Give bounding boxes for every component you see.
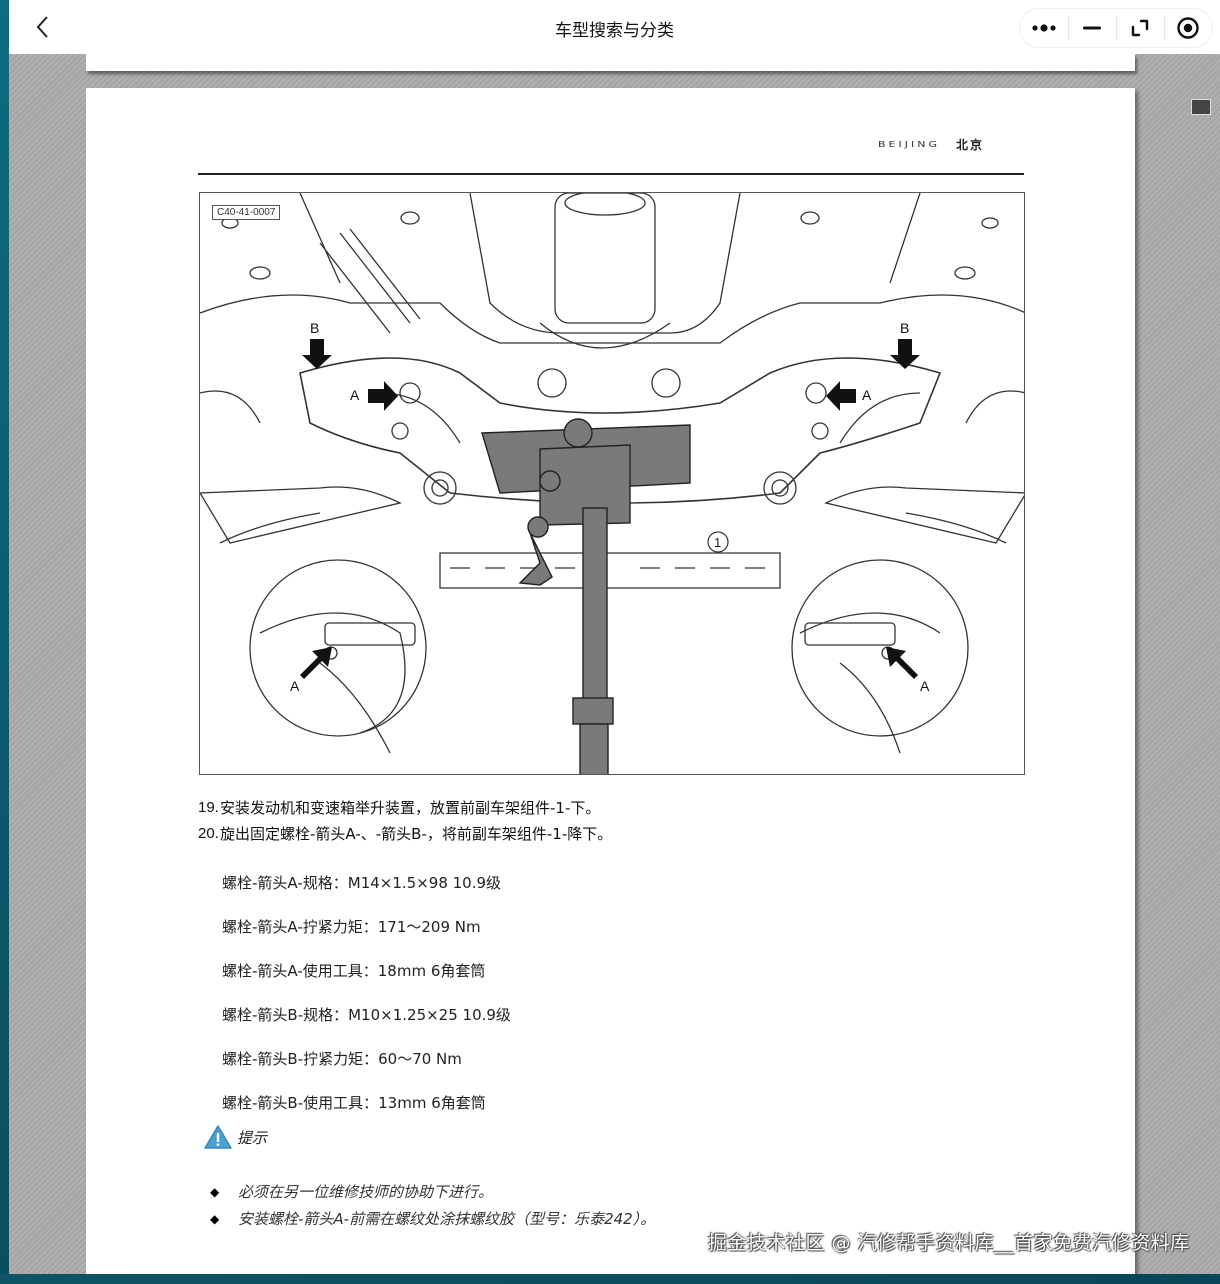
svg-text:1: 1 bbox=[714, 535, 721, 550]
svg-text:B: B bbox=[900, 320, 909, 336]
spec-item: 螺栓-箭头B-使用工具：13mm 6角套筒 bbox=[222, 1093, 486, 1112]
more-button[interactable] bbox=[1020, 14, 1068, 42]
window-title: 车型搜索与分类 bbox=[555, 21, 674, 41]
brand-logo: BEIJING 北京 bbox=[878, 136, 984, 153]
svg-text:A: A bbox=[920, 678, 930, 694]
step-text: 安装发动机和变速箱举升装置，放置前副车架组件-1-下。 bbox=[220, 798, 601, 817]
step-number: 19. bbox=[198, 798, 219, 816]
note-text: 安装螺栓-箭头A-前需在螺纹处涂抹螺纹胶（型号：乐泰242）。 bbox=[238, 1210, 656, 1228]
window-controls bbox=[1019, 8, 1213, 48]
back-button[interactable] bbox=[27, 12, 57, 42]
scrollbar-thumb[interactable] bbox=[1191, 99, 1211, 115]
step-item: 20. 旋出固定螺栓-箭头A-、-箭头B-，将前副车架组件-1-降下。 bbox=[198, 820, 612, 846]
more-icon bbox=[1032, 24, 1056, 32]
svg-text:A: A bbox=[350, 387, 360, 403]
brand-en: BEIJING bbox=[878, 139, 940, 150]
close-button[interactable] bbox=[1164, 14, 1212, 42]
desktop-background bbox=[0, 0, 9, 1284]
procedure-steps: 19. 安装发动机和变速箱举升装置，放置前副车架组件-1-下。 20. 旋出固定… bbox=[198, 794, 612, 846]
previous-page bbox=[86, 54, 1135, 71]
note-text: 必须在另一位维修技师的协助下进行。 bbox=[238, 1183, 494, 1201]
diamond-bullet-icon: ◆ bbox=[210, 1211, 220, 1226]
note-item: ◆ 必须在另一位维修技师的协助下进行。 bbox=[210, 1178, 655, 1205]
spec-item: 螺栓-箭头B-拧紧力矩：60～70 Nm bbox=[222, 1049, 462, 1068]
figure-code: C40-41-0007 bbox=[212, 205, 281, 220]
header-rule bbox=[198, 173, 1024, 175]
step-text: 旋出固定螺栓-箭头A-、-箭头B-，将前副车架组件-1-降下。 bbox=[220, 824, 613, 843]
diamond-bullet-icon: ◆ bbox=[210, 1184, 220, 1199]
technical-drawing: 1 B B A A A A bbox=[200, 193, 1024, 774]
desktop-background-bottom bbox=[0, 1274, 1220, 1284]
target-close-icon bbox=[1177, 17, 1199, 39]
bolt-specs: 螺栓-箭头A-规格：M14×1.5×98 10.9级 螺栓-箭头A-拧紧力矩：1… bbox=[222, 860, 511, 1124]
document-page: BEIJING 北京 bbox=[86, 88, 1135, 1274]
warning-icon bbox=[204, 1125, 232, 1149]
restore-icon bbox=[1131, 19, 1149, 37]
step-number: 20. bbox=[198, 824, 219, 842]
spec-item: 螺栓-箭头B-规格：M10×1.25×25 10.9级 bbox=[222, 1005, 511, 1024]
watermark: 掘金技术社区 @ 汽修帮手资料库__首家免费汽修资料库 bbox=[708, 1232, 1190, 1254]
spec-item: 螺栓-箭头A-规格：M14×1.5×98 10.9级 bbox=[222, 873, 502, 892]
step-item: 19. 安装发动机和变速箱举升装置，放置前副车架组件-1-下。 bbox=[198, 794, 612, 820]
tip-label: 提示 bbox=[237, 1128, 268, 1147]
spec-item: 螺栓-箭头A-使用工具：18mm 6角套筒 bbox=[222, 961, 486, 980]
svg-text:A: A bbox=[862, 387, 872, 403]
minimize-button[interactable] bbox=[1068, 14, 1116, 42]
minimize-icon bbox=[1083, 26, 1101, 30]
svg-text:B: B bbox=[310, 320, 319, 336]
restore-button[interactable] bbox=[1116, 14, 1164, 42]
tip-header: 提示 bbox=[203, 1124, 267, 1150]
subframe-illustration: 1 B B A A A A C40-41-0007 bbox=[199, 192, 1025, 775]
note-item: ◆ 安装螺栓-箭头A-前需在螺纹处涂抹螺纹胶（型号：乐泰242）。 bbox=[210, 1205, 655, 1232]
chevron-left-icon bbox=[36, 16, 48, 38]
brand-cn: 北京 bbox=[955, 138, 984, 152]
svg-text:A: A bbox=[290, 678, 300, 694]
title-bar: 车型搜索与分类 bbox=[9, 0, 1220, 54]
spec-item: 螺栓-箭头A-拧紧力矩：171～209 Nm bbox=[222, 917, 481, 936]
tip-notes: ◆ 必须在另一位维修技师的协助下进行。 ◆ 安装螺栓-箭头A-前需在螺纹处涂抹螺… bbox=[210, 1178, 655, 1232]
